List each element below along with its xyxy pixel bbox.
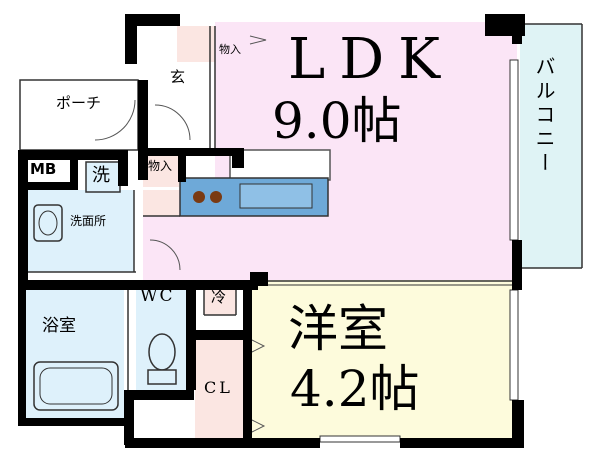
porch-label: ポーチ [56,94,102,112]
kitchen-back-counter [229,149,331,181]
door-swing [154,104,191,141]
mb-label: MB [30,160,57,178]
door-swing [149,239,181,271]
washer-box [85,161,121,193]
storage-left-fill [143,190,179,216]
window-ldk [509,59,519,241]
washbasin-icon [33,204,63,242]
washer-label: 洗 [92,165,110,186]
western-room-size: 4.2帖 [290,360,420,418]
wc-label: WC [140,286,175,306]
entrance-label: 玄 [170,68,186,86]
toilet-icon [148,333,176,371]
closet-label: CL [204,378,233,397]
western-room-name: 洋室 [288,300,388,358]
burner-icon [193,191,205,203]
sink [239,183,313,209]
storage-top-fill [177,26,215,62]
storage-top-label: 物入 [219,43,241,56]
burner-icon [210,191,222,203]
window-western [509,289,519,401]
closet-fill [195,340,243,440]
toilet-tank [147,369,177,385]
ldk-size: 9.0帖 [272,92,402,150]
ldk-name: LDK [288,27,454,92]
window-south [319,435,401,443]
closet-door-marks [249,35,267,433]
western-room-fill [250,280,517,440]
storage-mid-fill [143,155,179,187]
washbasin-bowl [38,210,58,236]
bath-label: 浴室 [42,316,76,336]
bathtub-inner [39,367,113,405]
fridge-label: 冷 [211,288,227,306]
balcony-label: バルコニー [532,56,556,176]
walls [18,14,525,448]
washroom-label: 洗面所 [70,214,107,228]
balcony-fill [520,24,582,268]
storage-mid-label: 物入 [148,159,173,173]
bathtub-icon [33,361,119,411]
door-swing [94,99,136,141]
